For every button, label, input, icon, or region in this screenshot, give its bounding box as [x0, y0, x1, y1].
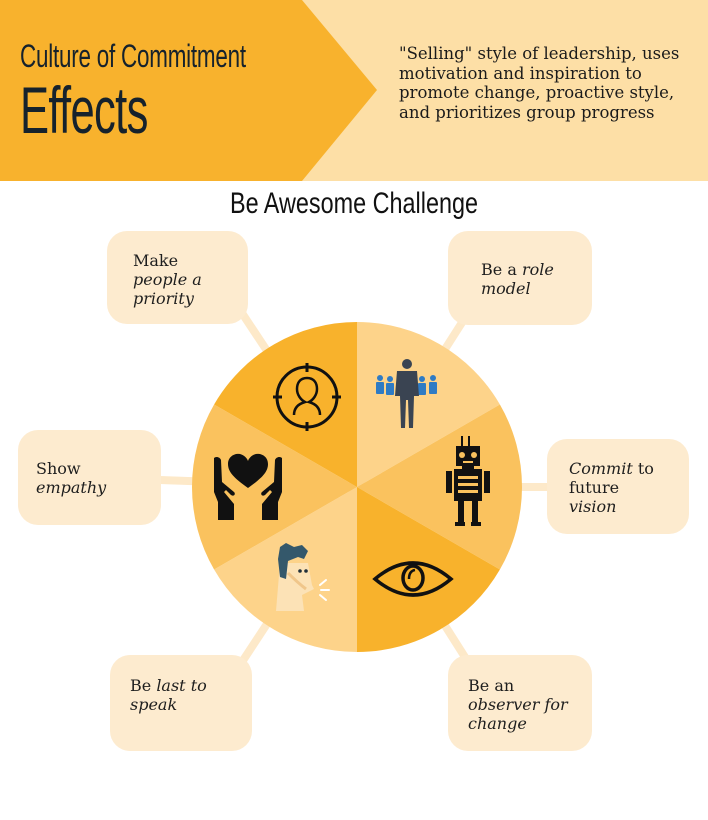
box-text-line: speak [130, 695, 178, 714]
header-arrow-shape [0, 0, 377, 181]
box-text-line: empathy [36, 478, 107, 497]
box-text-line: model [481, 279, 531, 298]
header-title-big: Effects [20, 73, 148, 147]
slice-commit-vision [357, 404, 523, 570]
box-text-line: last to [156, 676, 207, 695]
box-role-model: Be a role model [448, 231, 592, 325]
box-last-to-speak: Be last to speak [110, 655, 252, 751]
eye-icon [372, 561, 454, 597]
box-text-line: Show [36, 459, 81, 478]
section-title: Be Awesome Challenge [229, 187, 479, 220]
target-person-icon [273, 363, 341, 431]
leader-team-icon [376, 359, 437, 428]
box-commit-future-vision: Commit to future vision [547, 439, 689, 534]
speaking-person-icon [276, 543, 330, 611]
box-text-line: Be an [468, 676, 515, 695]
header-description: "Selling" style of leadership, uses moti… [399, 44, 680, 122]
box-text-line: Commit [569, 459, 633, 478]
box-observer-for-change: Be an observer for change [448, 655, 592, 751]
header-banner: Culture of Commitment Effects "Selling" … [0, 0, 708, 181]
robot-icon [446, 436, 490, 526]
header-title-small: Culture of Commitment [20, 38, 246, 74]
box-text-line: future [569, 478, 620, 497]
slice-observer [357, 487, 500, 652]
box-text-line: change [468, 714, 527, 733]
hands-heart-icon [214, 453, 282, 520]
box-show-empathy: Show empathy [18, 430, 161, 525]
slice-people-priority [214, 322, 357, 487]
box-text-line: priority [133, 289, 194, 308]
box-make-people-priority: Make people a priority [107, 231, 248, 324]
box-text-line: role [521, 260, 554, 279]
box-text-line: to [632, 459, 654, 478]
box-text-line: Be [130, 676, 157, 695]
box-text-line: observer for [468, 695, 568, 714]
box-text-line: people a [133, 270, 202, 289]
box-text-line: Make [133, 251, 179, 270]
slice-role-model [357, 322, 500, 487]
box-text-line: vision [569, 497, 617, 516]
box-text-line: Be a [481, 260, 522, 279]
